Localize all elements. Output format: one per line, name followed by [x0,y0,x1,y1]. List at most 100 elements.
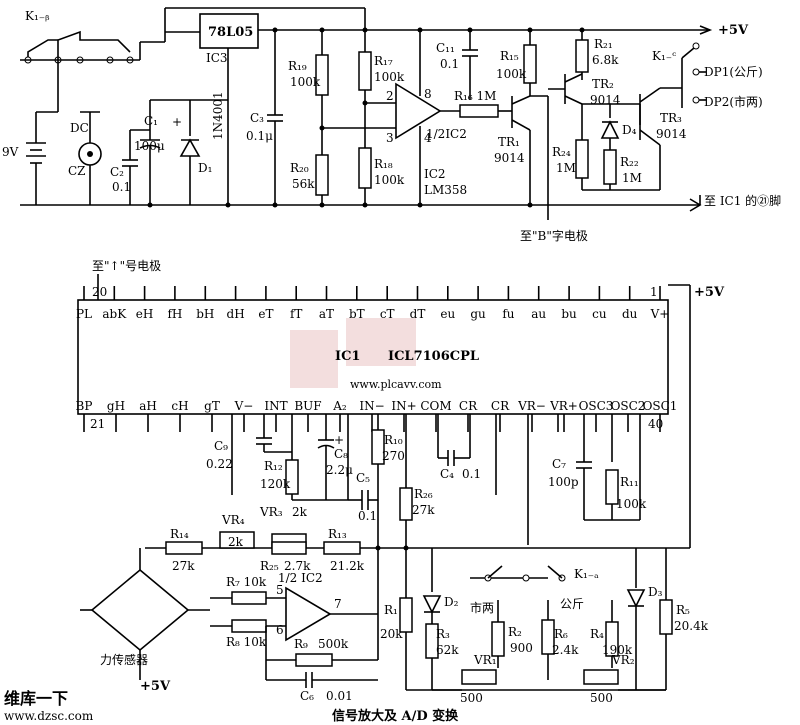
vr1-value: 500 [460,691,483,705]
dp1-label: DP1(公斤) [704,65,763,79]
regulator-78l05 [199,13,259,49]
site-logo[interactable]: 维库一下 [4,689,68,708]
top-pin-label: cT [380,307,395,321]
top-pin-label: V+ [650,307,670,321]
c8-value: 2.2μ [326,463,353,477]
figure-caption: 信号放大及 A/D 变换 [332,708,459,724]
r26-label: R₂₆ [414,487,433,501]
bottom-pin-label: V− [234,399,254,413]
r1-value: 20k [380,627,403,641]
op-name-top: 1/2IC2 [426,127,467,141]
r6-value: 2.4k [552,643,579,657]
top-pin-label: dT [410,307,426,321]
c5-label: C₅ [356,471,370,485]
r14-label: R₁₄ [170,527,189,541]
top-pin-label: fH [167,307,182,321]
r15-value: 100k [496,67,527,81]
vr4-value: 2k [228,535,244,549]
to-ic1-label: 至 IC1 的㉑脚 [704,193,781,208]
to-b-label: 至"B"字电极 [520,228,588,243]
bottom-pin-label: IN+ [391,399,416,413]
vcc-b-label: +5V [694,285,725,300]
vr1-label: VR₁ [473,653,497,667]
c9-label: C₉ [214,439,228,453]
r8-label: R₈ 10k [226,635,267,649]
r19-label: R₁₉ [288,59,307,73]
r15-label: R₁₅ [500,49,519,63]
regulator-name: 78L05 [208,25,253,40]
c11-label: C₁₁ [436,41,455,55]
pin-1: 1 [650,285,658,299]
r9-value: 500k [318,637,349,651]
dc-label: DC [70,121,89,135]
bottom-pin-label: gT [204,399,220,413]
op-pin-6: 6 [276,623,284,637]
top-pin-label: aT [319,307,334,321]
vcc-label: +5V [718,23,749,38]
op-pin-8: 8 [424,87,432,101]
c9-value: 0.22 [206,457,233,471]
bottom-pin-label: VR+ [549,399,578,413]
site-url[interactable]: www.dzsc.com [4,709,94,723]
vr3-label: VR₃ [259,505,283,519]
r22-value: 1M [622,171,642,185]
c4-label: C₄ [440,467,454,481]
bottom-pin-label: CR [459,399,478,413]
bottom-pin-label: COM [420,399,451,413]
r11-value: 100k [616,497,647,511]
bottom-pin-label: OSC1 [643,399,678,413]
r19-value: 100k [290,75,321,89]
cz-label: CZ [68,164,86,178]
op-amp-top [395,82,442,140]
d1-label: D₁ [198,161,212,175]
tr2-label: TR₂ [592,77,614,91]
c7-value: 100p [548,475,579,489]
r17-value: 100k [374,70,405,84]
watermark-block [290,330,338,388]
r5-value: 20.4k [674,619,709,633]
d3-label: D₃ [648,585,663,599]
r4-label: R₄ [590,627,604,641]
c3-label: C₃ [250,111,264,125]
r12-label: R₁₂ [264,459,283,473]
op-amp-lower [285,586,332,642]
c1-value: 100μ [134,139,165,153]
c8-plus: + [334,433,344,447]
vr2-label: VR₂ [611,653,635,667]
r25-label: R₂₅ [260,559,279,573]
lower-section: C₉ 0.22 R₁₂ 120k + C₈ 2.2μ C₅ 0.1 [80,414,709,705]
r12-value: 120k [260,477,291,491]
top-section: +5V K₁₋ᵦ 78L05 IC3 9V DC CZ [2,7,781,243]
top-pin-label: bH [196,307,214,321]
tr3-label: TR₃ [660,111,682,125]
op-pin-4: 4 [424,131,432,145]
c6-value: 0.01 [326,689,353,703]
r10-value: 270 [382,449,405,463]
c11-value: 0.1 [440,57,459,71]
r13-value: 21.2k [330,559,365,573]
top-pin-label: bT [349,307,365,321]
r2-label: R₂ [508,625,522,639]
top-pin-label: au [531,307,546,321]
r21-label: R₂₁ [594,37,613,51]
r9-label: R₉ [294,637,308,651]
r21-value: 6.8k [592,53,619,67]
battery-label: 9V [2,145,19,159]
bottom-pin-label: IN− [359,399,384,413]
op-pin-7: 7 [334,597,342,611]
c7-label: C₇ [552,457,566,471]
top-pin-label: PL [76,307,92,321]
d4-label: D₄ [622,123,637,137]
op-pin-3: 3 [386,131,394,145]
ic1-part: ICL7106CPL [388,349,479,364]
r11-label: R₁₁ [620,475,639,489]
vr2-value: 500 [590,691,613,705]
ic2-part: LM358 [424,183,467,197]
shiliang-label: 市两 [470,600,494,615]
pin-40: 40 [648,417,663,431]
icl7106-body [77,299,669,415]
pin-21: 21 [90,417,105,431]
op-lower-name: 1/2 IC2 [278,571,323,585]
top-pin-label: abK [102,307,127,321]
watermark-block [346,318,416,366]
